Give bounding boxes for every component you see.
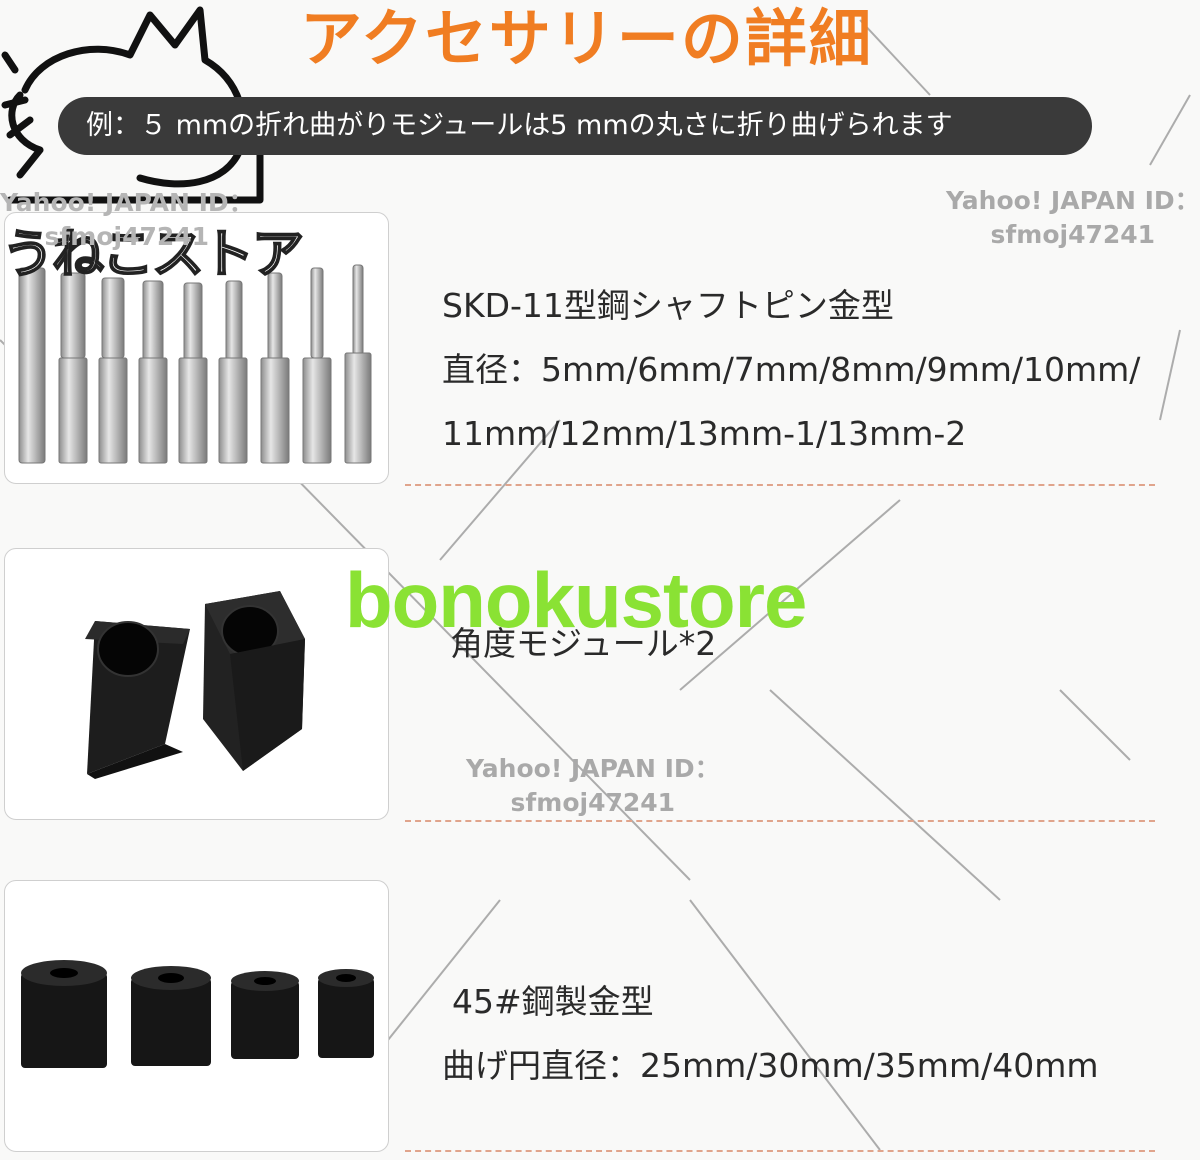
yahoo-id-value: sfmoj47241 <box>44 222 210 251</box>
steel-pins-image <box>18 264 372 464</box>
item-detail: 11mm/12mm/13mm-1/13mm-2 <box>442 414 967 453</box>
round-dies-image-card <box>4 880 389 1152</box>
round-dies-image <box>21 960 374 1068</box>
yahoo-id-value: sfmoj47241 <box>990 220 1156 249</box>
yahoo-id-watermark: Yahoo! JAPAN ID： sfmoj47241 <box>946 184 1200 252</box>
divider <box>405 484 1155 486</box>
example-note-text: 例：５ mmの折れ曲がりモジュールは5 mmの丸さに折り曲げられます <box>86 110 953 141</box>
divider <box>405 820 1155 822</box>
item-detail: 曲げ円直径：25mm/30mm/35mm/40mm <box>442 1046 1099 1085</box>
angle-modules-image <box>85 591 305 779</box>
shop-logo-text: うねこストア <box>1 224 305 286</box>
pin-molds-image-card <box>4 212 389 484</box>
yahoo-id-label: Yahoo! JAPAN ID： <box>0 188 254 217</box>
store-watermark: bonokustore <box>345 556 807 644</box>
angle-modules-image-card <box>4 548 389 820</box>
page-title: アクセサリーの詳細 <box>300 2 873 75</box>
item-name: 角度モジュール*2 <box>450 624 717 663</box>
yahoo-id-value: sfmoj47241 <box>510 788 676 817</box>
yahoo-id-watermark: Yahoo! JAPAN ID： sfmoj47241 <box>466 752 720 820</box>
cat-logo-icon <box>1 6 264 204</box>
item-name: 45#鋼製金型 <box>452 982 654 1021</box>
yahoo-id-watermark: Yahoo! JAPAN ID： sfmoj47241 <box>0 186 254 254</box>
yahoo-id-label: Yahoo! JAPAN ID： <box>466 754 720 783</box>
yahoo-id-label: Yahoo! JAPAN ID： <box>946 186 1200 215</box>
divider <box>405 1150 1155 1152</box>
item-detail: 直径：5mm/6mm/7mm/8mm/9mm/10mm/ <box>442 350 1141 389</box>
item-name: SKD-11型鋼シャフトピン金型 <box>442 286 894 325</box>
example-note-banner: 例：５ mmの折れ曲がりモジュールは5 mmの丸さに折り曲げられます <box>58 97 1092 155</box>
